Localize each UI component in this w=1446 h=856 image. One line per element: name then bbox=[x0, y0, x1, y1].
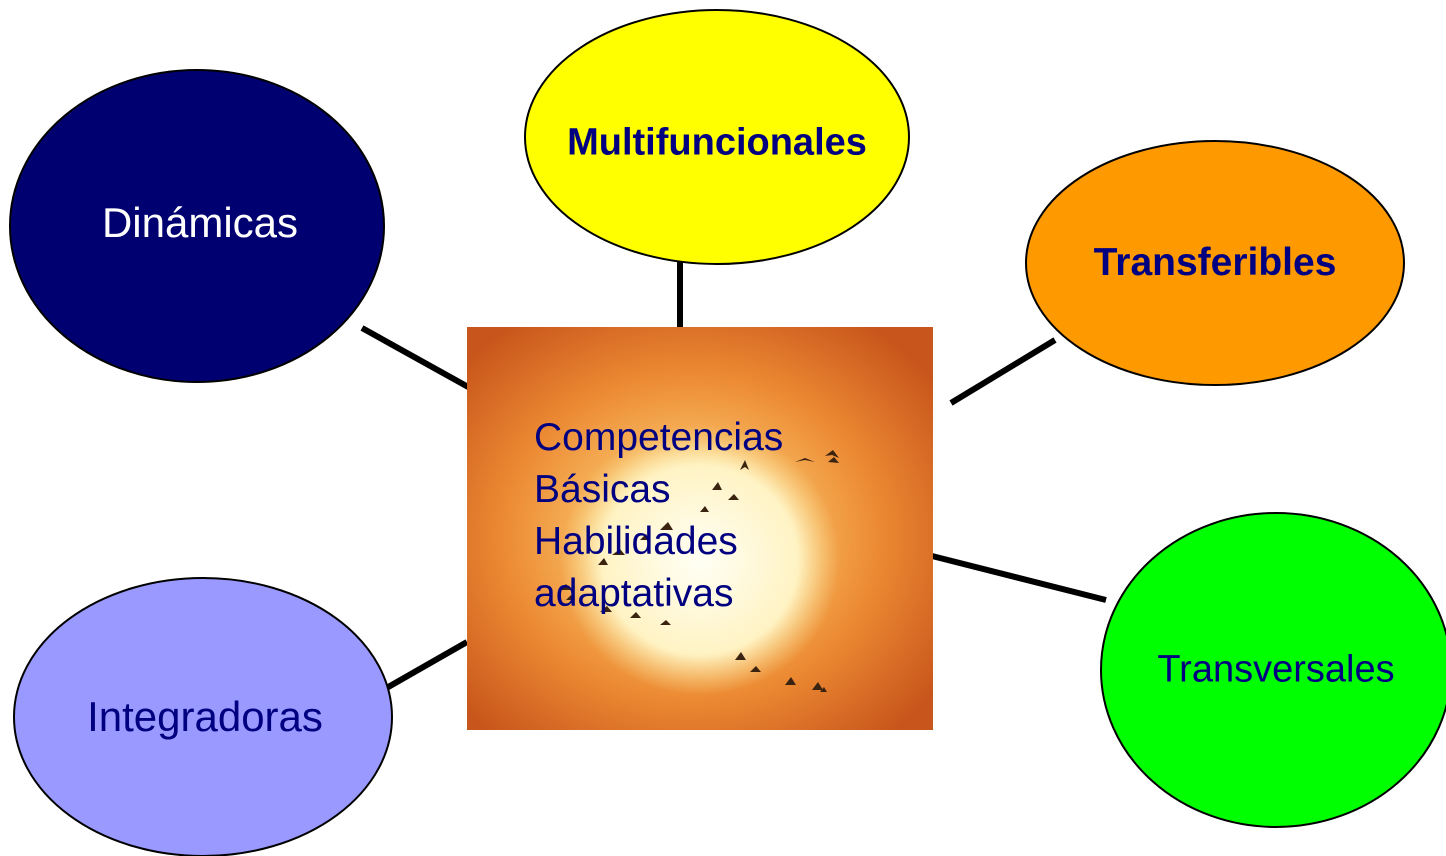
connectors bbox=[360, 262, 1107, 693]
connector-transferibles bbox=[949, 337, 1057, 406]
label-integradoras: Integradoras bbox=[87, 693, 323, 740]
connector-dinamicas bbox=[360, 325, 472, 391]
center-label: Competencias Básicas Habilidades adaptat… bbox=[534, 412, 783, 620]
label-transversales: Transversales bbox=[1157, 648, 1395, 691]
node-dinamicas bbox=[9, 69, 385, 383]
connector-integradoras bbox=[381, 639, 469, 693]
center-line-2: Básicas bbox=[534, 468, 671, 511]
birds-decoration bbox=[560, 450, 839, 692]
label-transferibles: Transferibles bbox=[1093, 241, 1337, 284]
node-integradoras bbox=[13, 577, 393, 856]
label-dinamicas: Dinámicas bbox=[101, 199, 299, 246]
sunset-image bbox=[467, 327, 933, 730]
node-transferibles bbox=[1025, 140, 1405, 386]
connector-transversales bbox=[931, 553, 1107, 603]
node-multifuncionales bbox=[524, 9, 910, 265]
label-multifuncionales: Multifuncionales bbox=[567, 121, 867, 164]
center-line-3: Habilidades bbox=[534, 520, 738, 563]
node-transversales bbox=[1100, 512, 1446, 828]
center-line-1: Competencias bbox=[534, 416, 784, 459]
center-line-4: adaptativas bbox=[534, 572, 734, 615]
